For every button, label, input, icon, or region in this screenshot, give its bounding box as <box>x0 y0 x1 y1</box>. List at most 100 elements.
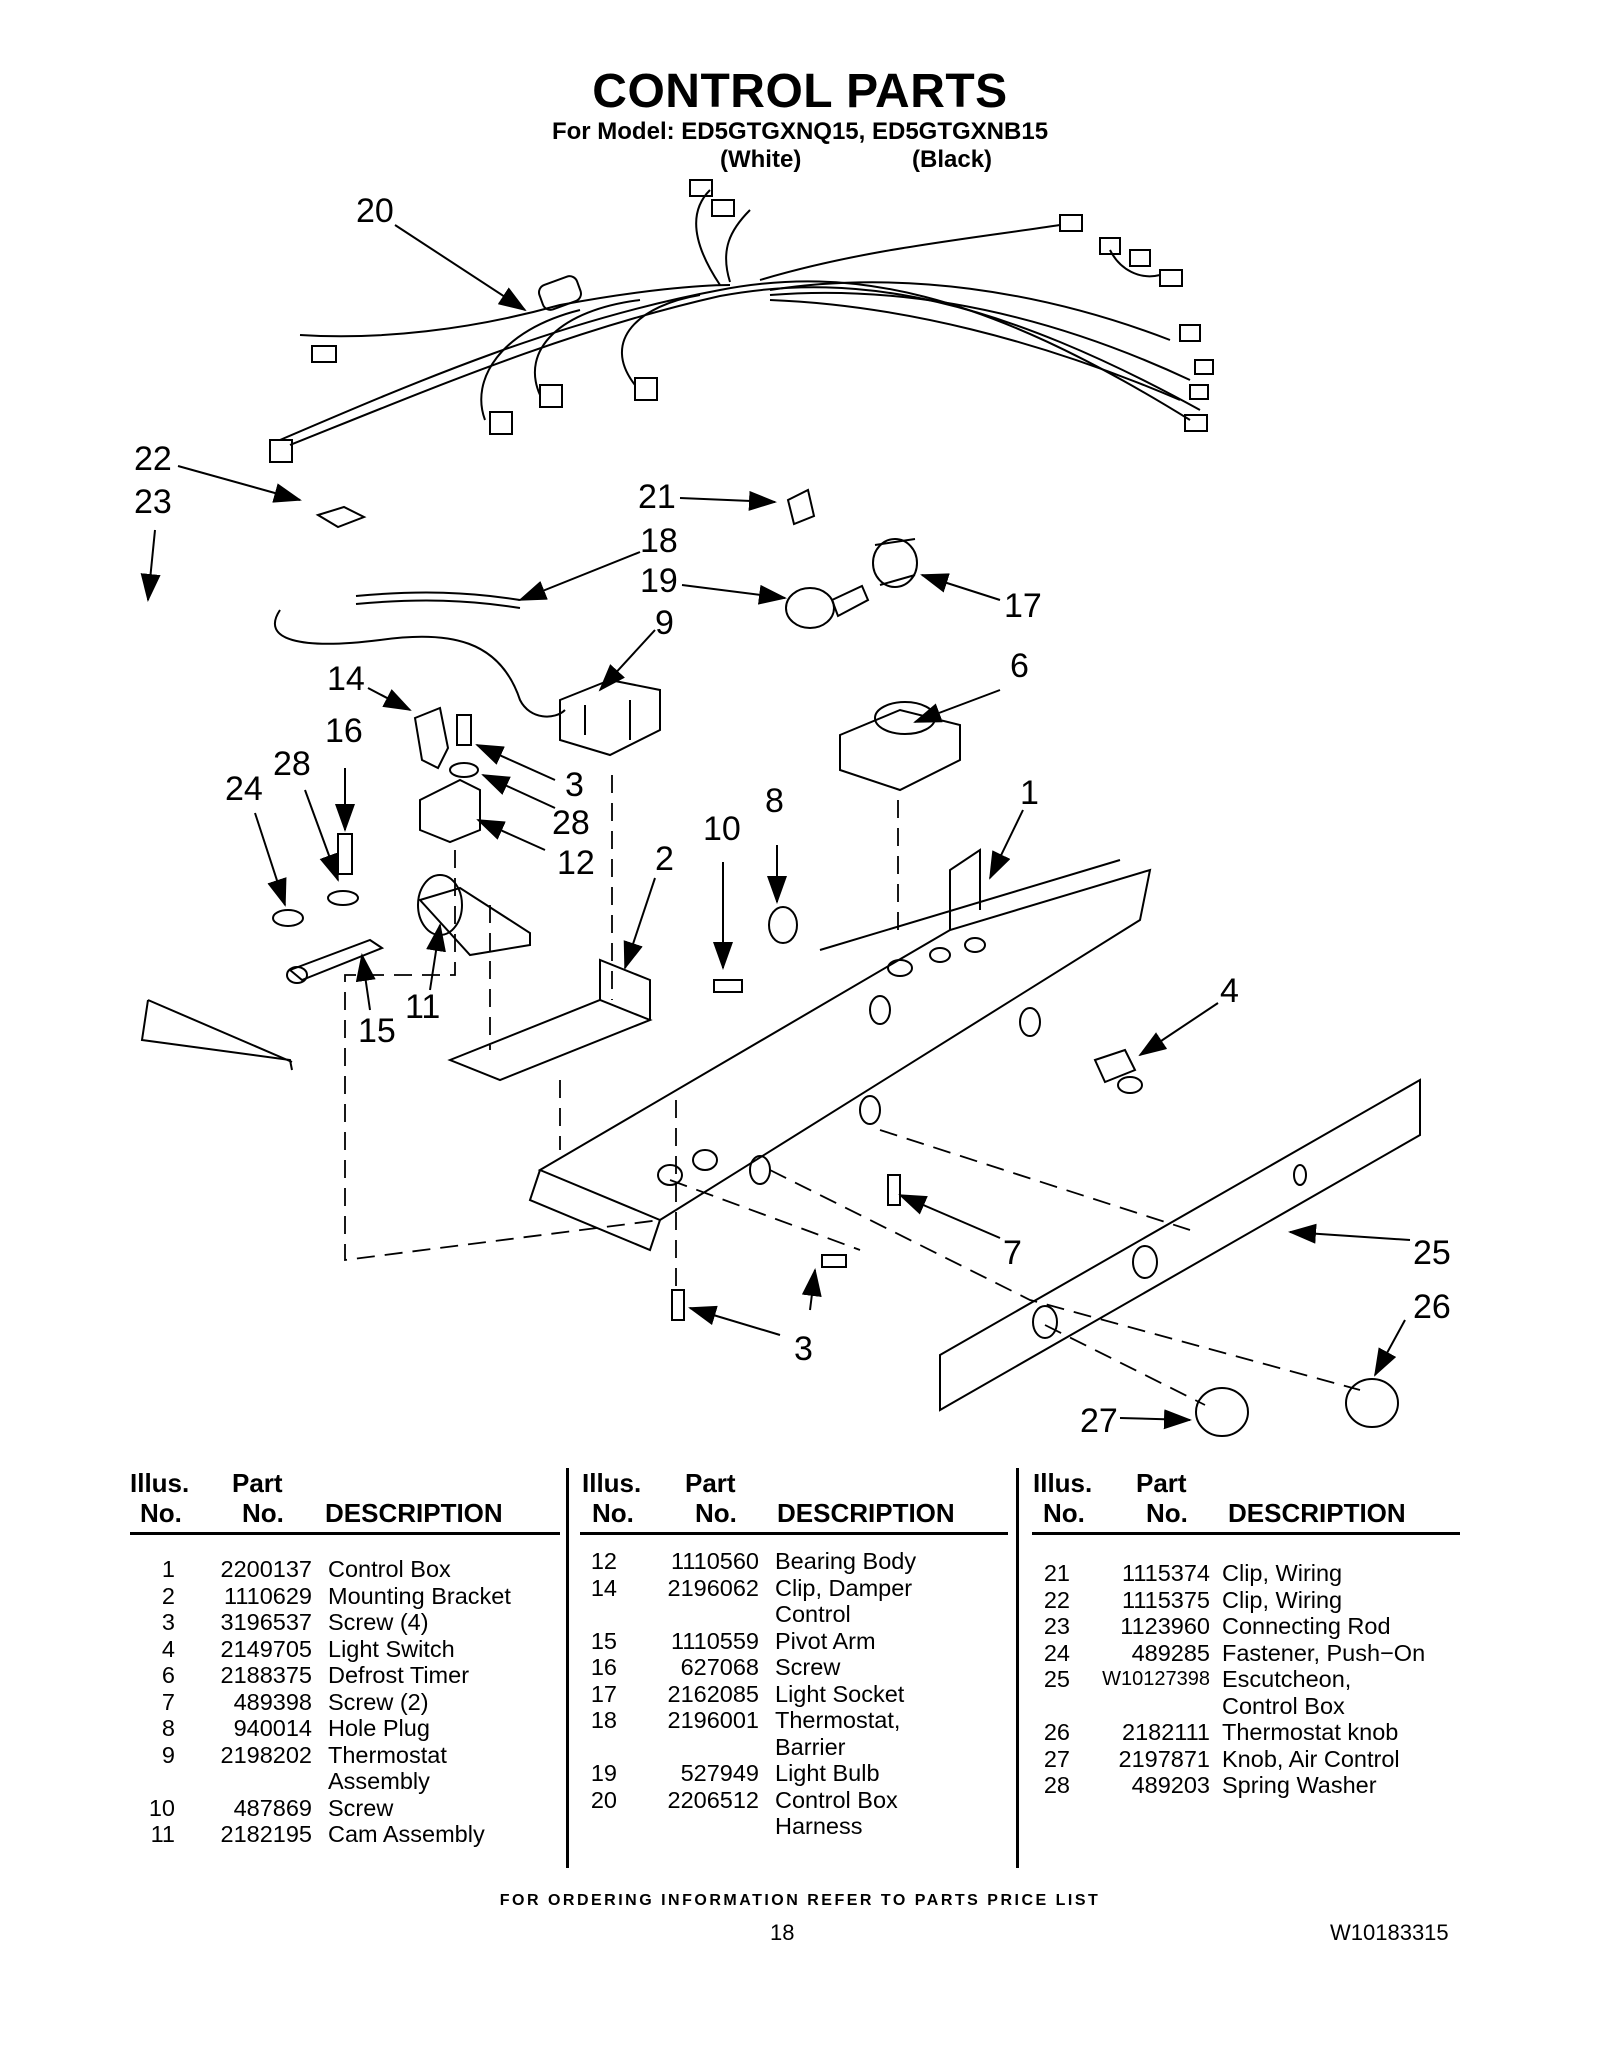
illus-number: 22 <box>1043 1586 1070 1613</box>
callout-25: 25 <box>1413 1234 1451 1272</box>
part-description: Bearing Body <box>775 1548 917 1574</box>
part-number: 2182111 <box>1122 1719 1210 1745</box>
part-description: Light Switch <box>328 1635 455 1662</box>
illus-number: 2 <box>161 1582 175 1609</box>
callout-1: 1 <box>1020 774 1039 812</box>
illus-number: 9 <box>161 1741 175 1768</box>
part-number: 1115375 <box>1122 1586 1210 1613</box>
column-divider-1 <box>566 1468 569 1868</box>
illus-number: 16 <box>590 1654 617 1680</box>
part-description: Screw <box>328 1794 394 1821</box>
part-description: Light Socket <box>775 1680 905 1707</box>
illus-number: 15 <box>590 1627 617 1654</box>
illus-number: 28 <box>1043 1772 1070 1798</box>
part-number: 489285 <box>1131 1639 1210 1666</box>
illus-number: 7 <box>161 1688 175 1715</box>
connecting-rod-part <box>140 999 293 1071</box>
part-number: 1110560 <box>671 1548 759 1574</box>
illus-number: 14 <box>590 1574 617 1601</box>
part-description: Control Box <box>775 1786 898 1813</box>
ordering-note: FOR ORDERING INFORMATION REFER TO PARTS … <box>499 1892 1101 1909</box>
col3-partno-header: No. <box>1146 1498 1188 1528</box>
callout-20: 20 <box>356 192 394 230</box>
variant-black: (Black) <box>912 146 993 173</box>
callout-17: 17 <box>1004 587 1042 625</box>
part-number: 1110559 <box>671 1627 759 1654</box>
illus-number: 12 <box>590 1548 617 1574</box>
part-number: 1123960 <box>1120 1613 1210 1639</box>
part-number: 2182195 <box>220 1821 313 1847</box>
screw-10-part <box>713 979 743 993</box>
part-number: W10127398 <box>1102 1668 1210 1690</box>
barrier-tube-part <box>355 591 521 601</box>
cam-assembly-part <box>418 886 531 957</box>
illus-number: 21 <box>1043 1560 1070 1586</box>
part-description: Clip, Damper <box>775 1574 913 1601</box>
part-description: Clip, Wiring <box>1222 1560 1343 1586</box>
illus-number: 4 <box>161 1635 175 1662</box>
callout-16: 16 <box>325 712 363 750</box>
illus-number: 8 <box>161 1715 175 1741</box>
part-description: Thermostat knob <box>1222 1719 1399 1745</box>
part-number: 2196062 <box>667 1574 760 1601</box>
part-number: 527949 <box>680 1760 759 1786</box>
part-number: 2206512 <box>667 1786 760 1813</box>
callout-4: 4 <box>1220 972 1239 1010</box>
col2-illus-header: Illus. <box>582 1468 642 1498</box>
callout-19: 19 <box>640 562 678 600</box>
part-number: 2200137 <box>220 1556 313 1582</box>
col1-desc-header: DESCRIPTION <box>325 1498 503 1528</box>
part-number: 489398 <box>233 1688 312 1715</box>
thermostat-knob-part <box>1345 1378 1399 1428</box>
illus-number: 3 <box>161 1609 175 1635</box>
callout-23: 23 <box>134 483 172 521</box>
hole-plug-part <box>768 906 798 944</box>
col3-desc-header: DESCRIPTION <box>1228 1498 1406 1528</box>
part-description: Pivot Arm <box>775 1627 876 1654</box>
callout-28b: 28 <box>552 804 590 842</box>
col2-no-header: No. <box>592 1498 634 1528</box>
part-description: Thermostat <box>328 1741 447 1768</box>
part-description-continued: Harness <box>775 1813 863 1839</box>
wire-harness-part <box>269 179 1214 463</box>
part-number: 2188375 <box>220 1662 313 1688</box>
col3-part-header: Part <box>1136 1468 1187 1498</box>
illus-number: 6 <box>161 1662 175 1688</box>
air-control-knob-part <box>1195 1387 1249 1437</box>
mounting-bracket-part <box>447 998 653 1082</box>
model-line: For Model: ED5GTGXNQ15, ED5GTGXNB15 <box>551 118 1049 145</box>
part-description: Defrost Timer <box>328 1662 470 1688</box>
part-description: Clip, Wiring <box>1222 1586 1343 1613</box>
column-divider-2 <box>1016 1468 1019 1868</box>
page-title: CONTROL PARTS <box>592 65 1008 118</box>
part-number: 627068 <box>680 1654 759 1680</box>
illus-number: 10 <box>148 1794 175 1821</box>
part-number: 1110629 <box>224 1582 312 1609</box>
page-number: 18 <box>770 1920 795 1945</box>
callout-12: 12 <box>557 844 595 882</box>
screw-16-part <box>337 833 353 875</box>
callout-6: 6 <box>1010 647 1029 685</box>
part-description: Control Box <box>328 1556 451 1582</box>
part-number: 940014 <box>233 1715 312 1741</box>
screw-3-part <box>456 714 472 746</box>
clip-22-part <box>315 505 367 529</box>
screw-3c-part <box>821 1254 847 1268</box>
col1-part-header: Part <box>232 1468 283 1498</box>
part-description: Hole Plug <box>328 1715 430 1741</box>
callout-14: 14 <box>327 660 365 698</box>
escutcheon-part <box>939 1078 1421 1412</box>
light-socket-part <box>872 538 918 588</box>
defrost-timer-part <box>839 708 961 792</box>
callout-8: 8 <box>765 782 784 820</box>
part-description: Thermostat, <box>775 1707 901 1733</box>
callout-2: 2 <box>655 840 674 878</box>
part-number: 2198202 <box>220 1741 313 1768</box>
callout-27: 27 <box>1080 1402 1118 1440</box>
col1-partno-header: No. <box>242 1498 284 1528</box>
callout-15: 15 <box>358 1012 396 1050</box>
illus-number: 26 <box>1043 1719 1070 1745</box>
illus-number: 24 <box>1043 1639 1070 1666</box>
illus-number: 25 <box>1043 1666 1070 1692</box>
illus-number: 27 <box>1043 1745 1070 1772</box>
